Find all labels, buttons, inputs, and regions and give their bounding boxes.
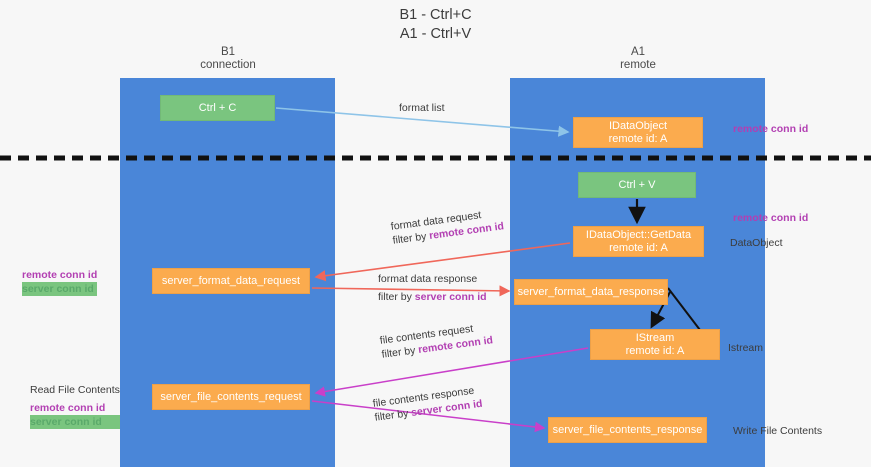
- diagram-title: B1 - Ctrl+C A1 - Ctrl+V: [0, 6, 871, 44]
- filter-prefix: filter by: [391, 230, 430, 247]
- box-ctrl-v[interactable]: Ctrl + V: [578, 172, 696, 198]
- edge-label-format-data-response-text: format data response: [378, 273, 478, 285]
- annotation-write-file-contents-text: Write File Contents: [733, 425, 823, 437]
- filter-key-server-conn-id: server conn id: [414, 291, 487, 303]
- filter-prefix: filter by: [380, 344, 419, 361]
- box-ctrl-c-label: Ctrl + C: [198, 101, 237, 114]
- box-idataobject-remote-id: remote id: A: [608, 132, 668, 145]
- edge-label-file-contents-request: file contents request filter by remote c…: [379, 319, 494, 361]
- annotation-istream: Istream: [728, 341, 763, 355]
- box-server-format-data-response[interactable]: server_format_data_response: [514, 279, 668, 305]
- annotation-left-server-conn-id-mid: server conn id: [22, 282, 98, 296]
- annotation-remote-conn-id-top-text: remote conn id: [733, 123, 809, 135]
- edge-label-format-data-response-filter: filter by server conn id: [378, 290, 487, 304]
- box-istream-remote-id: remote id: A: [625, 344, 685, 357]
- annotation-dataobject-text: DataObject: [730, 237, 783, 249]
- lane-header-a1-name: A1: [630, 46, 646, 58]
- edge-label-format-list-text: format list: [399, 102, 445, 114]
- box-server-file-contents-response[interactable]: server_file_contents_response: [548, 417, 707, 443]
- box-ctrl-c[interactable]: Ctrl + C: [160, 95, 275, 121]
- box-idataobject-getdata[interactable]: IDataObject::GetData remote id: A: [573, 226, 704, 257]
- box-ctrl-v-label: Ctrl + V: [618, 178, 656, 191]
- box-server-file-contents-response-label: server_file_contents_response: [552, 423, 703, 436]
- box-getdata-title: IDataObject::GetData: [585, 228, 692, 241]
- box-server-format-data-response-label: server_format_data_response: [517, 285, 665, 298]
- annotation-left-remote-conn-id-mid: remote conn id: [22, 269, 98, 281]
- edge-label-format-data-request: format data request filter by remote con…: [390, 205, 505, 247]
- box-getdata-remote-id: remote id: A: [609, 241, 668, 254]
- annotation-remote-conn-id-mid: remote conn id: [733, 211, 808, 225]
- annotation-remote-conn-id-top: remote conn id: [733, 122, 808, 136]
- lane-header-b1: B1 connection: [128, 46, 328, 72]
- box-server-format-data-request-label: server_format_data_request: [161, 274, 301, 287]
- annotation-left-read-file-contents: Read File Contents remote conn id server…: [30, 383, 120, 429]
- lane-header-b1-name: B1: [220, 46, 236, 58]
- box-idataobject[interactable]: IDataObject remote id: A: [573, 117, 703, 148]
- box-istream[interactable]: IStream remote id: A: [590, 329, 720, 360]
- filter-prefix: filter by: [378, 291, 415, 303]
- annotation-read-file-contents-text: Read File Contents: [30, 384, 120, 396]
- box-server-format-data-request[interactable]: server_format_data_request: [152, 268, 310, 294]
- box-istream-title: IStream: [635, 331, 675, 344]
- edge-label-file-contents-response: file contents response filter by server …: [372, 383, 483, 425]
- annotation-write-file-contents: Write File Contents: [733, 424, 822, 438]
- annotation-istream-text: Istream: [728, 342, 764, 354]
- title-line-2: A1 - Ctrl+V: [399, 26, 472, 42]
- box-server-file-contents-request-label: server_file_contents_request: [160, 390, 302, 403]
- box-server-file-contents-request[interactable]: server_file_contents_request: [152, 384, 310, 410]
- annotation-left-remote-conn-id-bot: remote conn id: [30, 402, 106, 414]
- lane-header-a1: A1 remote: [538, 46, 738, 72]
- box-idataobject-title: IDataObject: [608, 119, 668, 132]
- title-line-1: B1 - Ctrl+C: [399, 7, 472, 23]
- edge-label-format-list: format list: [399, 101, 445, 115]
- annotation-dataobject: DataObject: [730, 236, 783, 250]
- lane-header-b1-sub: connection: [200, 59, 256, 71]
- annotation-left-server-conn-id-bot: server conn id: [30, 415, 120, 429]
- annotation-remote-conn-id-mid-text: remote conn id: [733, 212, 809, 224]
- edge-label-format-data-response: format data response filter by server co…: [378, 272, 487, 304]
- lane-header-a1-sub: remote: [620, 59, 656, 71]
- annotation-left-conn-ids-mid: remote conn id server conn id: [22, 268, 98, 296]
- filter-prefix: filter by: [373, 407, 412, 424]
- phase-divider: [0, 155, 871, 161]
